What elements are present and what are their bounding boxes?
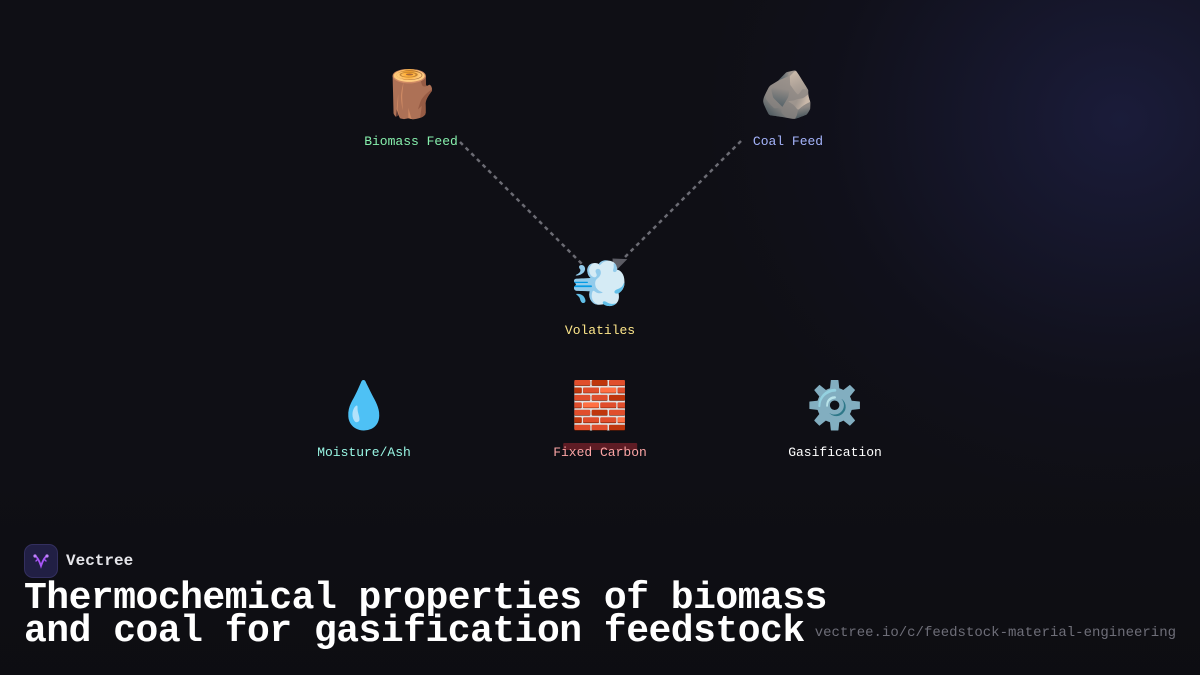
arrowhead-icon	[612, 258, 628, 273]
node-label: Fixed Carbon	[553, 445, 647, 460]
title-line-1: Thermochemical properties of biomass	[24, 577, 827, 620]
page-title: Thermochemical properties of biomass and…	[24, 577, 827, 653]
source-url[interactable]: vectree.io/c/feedstock-material-engineer…	[814, 625, 1176, 641]
edge-biomass-to-volatiles	[459, 141, 585, 267]
brand-name: Vectree	[66, 552, 134, 570]
node-label: Biomass Feed	[364, 134, 458, 149]
node-biomass-feed[interactable]: 🪵 Biomass Feed	[364, 66, 458, 149]
title-line-2: and coal for gasification feedstock	[24, 610, 805, 653]
node-coal-feed[interactable]: 🪨 Coal Feed	[753, 66, 823, 149]
highlight-bar	[563, 443, 637, 450]
brand[interactable]: Vectree	[24, 544, 133, 578]
rock-icon: 🪨	[759, 67, 817, 121]
node-fixed-carbon[interactable]: 🧱 Fixed Carbon	[553, 377, 647, 460]
vectree-logo-icon	[24, 544, 58, 578]
node-label: Volatiles	[564, 323, 636, 338]
gear-icon: ⚙️	[806, 378, 864, 432]
node-gasification[interactable]: ⚙️ Gasification	[788, 377, 882, 460]
edge-coal-to-volatiles	[619, 140, 742, 263]
node-label: Gasification	[788, 445, 882, 460]
dash-wind-icon: 💨	[571, 256, 629, 310]
wood-log-icon: 🪵	[382, 67, 440, 121]
node-moisture-ash[interactable]: 💧 Moisture/Ash	[317, 377, 411, 460]
brick-icon: 🧱	[571, 378, 629, 432]
node-label: Moisture/Ash	[317, 445, 411, 460]
node-volatiles[interactable]: 💨 Volatiles	[565, 255, 635, 338]
droplet-icon: 💧	[335, 378, 393, 432]
node-label: Coal Feed	[752, 134, 824, 149]
node-label-wrapper: Fixed Carbon	[553, 443, 647, 460]
